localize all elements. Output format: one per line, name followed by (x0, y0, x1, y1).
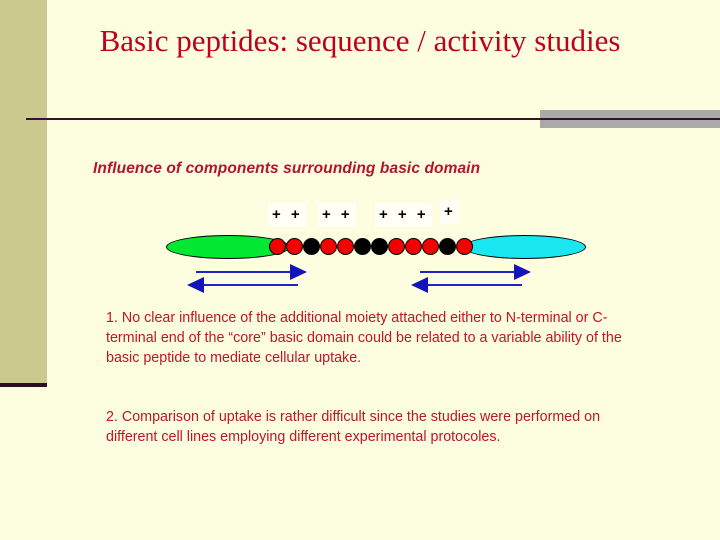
residue-bead (422, 238, 439, 255)
residue-bead (354, 238, 371, 255)
residue-bead (456, 238, 473, 255)
residue-bead (320, 238, 337, 255)
arrow-left-icon (187, 277, 204, 293)
residue-bead (439, 238, 456, 255)
charge-label-1: + + (268, 203, 306, 227)
charge-label-3: + + + (375, 203, 432, 227)
body-paragraph-2: 2. Comparison of uptake is rather diffic… (106, 409, 601, 446)
arrow-shaft (196, 271, 292, 273)
title-underline-rule (26, 118, 720, 120)
residue-bead (286, 238, 303, 255)
residue-bead (405, 238, 422, 255)
residue-bead (269, 238, 286, 255)
arrow-shaft (426, 284, 522, 286)
basic-peptide-domain-diagram: + + + + + + + + (0, 195, 720, 300)
page-title: Basic peptides: sequence / activity stud… (99, 23, 621, 58)
residue-bead (337, 238, 354, 255)
arrow-right-icon (290, 264, 307, 280)
c-terminal-moiety-ellipse (463, 235, 586, 259)
section-subtitle: Influence of components surrounding basi… (93, 160, 481, 177)
residue-bead (388, 238, 405, 255)
residue-bead (371, 238, 388, 255)
arrow-shaft (420, 271, 516, 273)
body-paragraph-1: 1. No clear influence of the additional … (106, 310, 622, 367)
arrow-right-icon (514, 264, 531, 280)
charge-label-2: + + (318, 203, 356, 227)
arrow-left-icon (411, 277, 428, 293)
residue-bead (303, 238, 320, 255)
sidebar-decorative-band (0, 0, 47, 383)
sidebar-bottom-rule (0, 383, 47, 387)
arrow-shaft (202, 284, 298, 286)
charge-label-4: + (440, 200, 459, 224)
